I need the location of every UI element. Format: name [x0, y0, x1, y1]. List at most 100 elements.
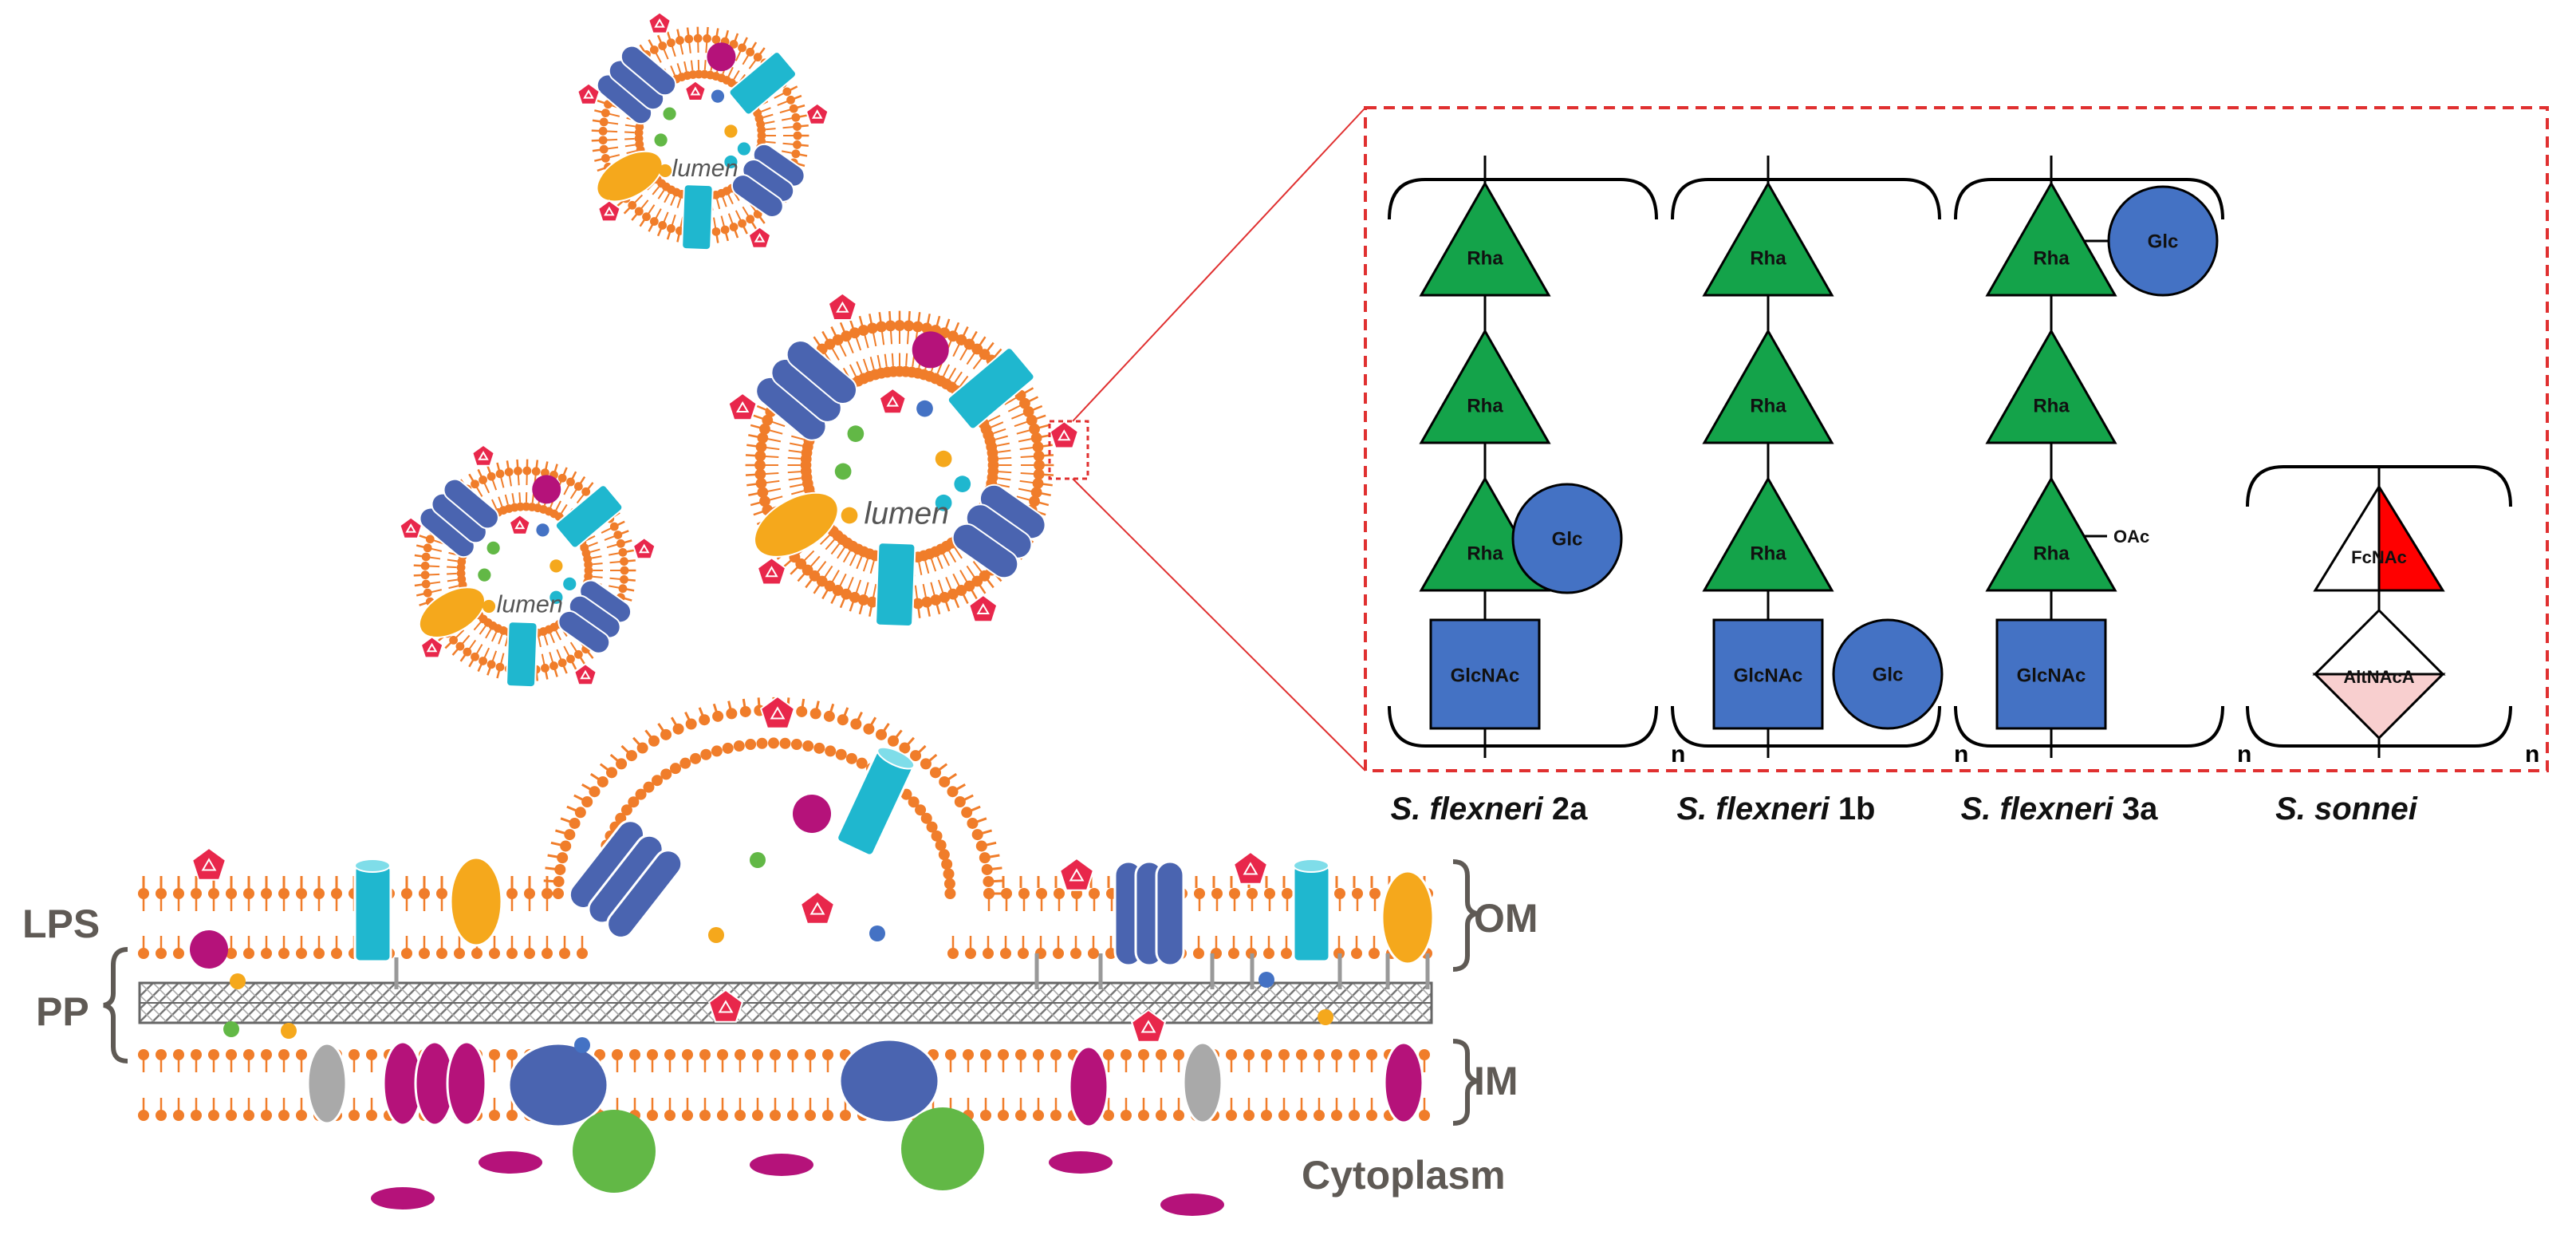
vesicle-pentagon: [806, 104, 828, 124]
lumen-particle: [536, 523, 549, 536]
glcnac-label: GlcNAc: [1451, 665, 1520, 686]
rha-label: Rha: [1750, 395, 1786, 416]
glcnac-label: GlcNAc: [1734, 665, 1803, 686]
pp-label: PP: [36, 989, 89, 1034]
altnaca-label: AltNAcA: [2343, 667, 2414, 687]
lumen-pentagon: [685, 81, 706, 101]
yellow-membrane-protein-right: [1382, 871, 1433, 964]
solute-dot: [1318, 1009, 1333, 1025]
vesicle-pentagon: [598, 200, 620, 221]
glcnac-label: GlcNAc: [2017, 665, 2086, 686]
rha-label: Rha: [1750, 543, 1786, 564]
vesicle-large: lumen: [729, 294, 1078, 626]
lumen-particle: [478, 569, 490, 582]
vesicle-pentagon: [1050, 421, 1078, 448]
caption-flexneri-2a: S. flexneri 2a: [1353, 791, 1625, 827]
vesicle-channel: [682, 184, 713, 250]
lumen-pentagon: [880, 389, 906, 413]
cytoplasm-label: Cytoplasm: [1302, 1153, 1506, 1198]
om-label: OM: [1474, 896, 1538, 941]
bleb-porin: [565, 815, 687, 943]
magenta-particle: [793, 795, 831, 833]
lumen-particle: [738, 142, 750, 155]
glc-label: Glc: [1873, 664, 1904, 685]
solute-dot: [708, 927, 724, 943]
outer-membrane-vesicles: lumen lumen lumen: [400, 13, 1078, 688]
oac-label: OAc: [2113, 527, 2149, 547]
rha-label: Rha: [1750, 247, 1786, 269]
vesicle-small-left: lumen: [400, 445, 656, 687]
solute-dot: [750, 852, 766, 868]
o-antigen-pentagon: [1234, 852, 1267, 884]
lumen-particle: [549, 559, 562, 572]
vesicle-magenta-protein: [532, 475, 561, 503]
cyan-channel-protein-right: [1294, 859, 1329, 961]
rha-label: Rha: [2033, 543, 2070, 564]
glc-label: Glc: [1552, 528, 1583, 550]
lumen-particle: [848, 425, 865, 442]
caption-sonnei: S. sonnei: [2211, 791, 2482, 827]
outer-membrane-proteins: [355, 743, 1433, 965]
lumen-particle: [663, 107, 676, 120]
fucnac-label: FcNAc: [2351, 547, 2407, 567]
inner-membrane-proteins: [308, 1040, 1423, 1127]
lumen-particle: [711, 89, 724, 102]
solute-dot: [1258, 972, 1274, 988]
glc-label: Glc: [2148, 231, 2179, 252]
vesicle-pentagon: [577, 84, 599, 105]
lumen-particle: [935, 451, 952, 468]
vesicle-channel: [876, 543, 916, 626]
lumen-label: lumen: [865, 497, 949, 531]
im-label: IM: [1474, 1059, 1518, 1103]
caption-flexneri-3a: S. flexneri 3a: [1924, 791, 2195, 827]
rha-label: Rha: [1467, 247, 1503, 269]
solute-dot: [223, 1021, 239, 1037]
vesicle-magenta-protein: [707, 42, 735, 71]
lumen-particle: [954, 476, 971, 492]
repeat-count-label: n: [1671, 741, 1685, 768]
vesicle-magenta-protein: [912, 331, 949, 368]
vesicle-channel: [506, 622, 538, 687]
vesicle-pentagon: [648, 13, 670, 34]
lumen-label: lumen: [672, 155, 738, 182]
o-antigen-pentagon: [192, 848, 226, 880]
lumen-particle: [483, 600, 495, 613]
vesicle-pentagon: [574, 664, 596, 685]
vesicle-pentagon: [400, 518, 422, 539]
lumen-particle: [563, 578, 576, 590]
outer-membrane-bilayer: [138, 876, 1433, 959]
lumen-particle: [659, 164, 672, 177]
vesicle-pentagon: [969, 595, 997, 622]
solute-dot: [230, 973, 246, 989]
repeat-count-label: n: [2237, 741, 2251, 768]
vesicle-pentagon: [633, 538, 655, 558]
repeat-count-label: n: [2525, 741, 2539, 768]
caption-flexneri-1b: S. flexneri 1b: [1641, 791, 1912, 827]
rha-label: Rha: [1467, 543, 1503, 564]
cyan-channel-protein: [355, 859, 391, 961]
lumen-pentagon: [510, 515, 530, 534]
lumen-label: lumen: [497, 591, 563, 618]
porin-trimer: [1115, 862, 1184, 965]
vesicle-pentagon: [829, 294, 857, 320]
lps-label: LPS: [22, 902, 100, 946]
lumen-particle: [654, 133, 667, 146]
solute-dot: [574, 1037, 590, 1053]
solute-dot: [869, 925, 885, 941]
lumen-particle: [835, 464, 852, 480]
vesicle-pentagon: [749, 227, 770, 248]
rha-label: Rha: [1467, 395, 1503, 416]
yellow-membrane-protein: [451, 858, 502, 945]
lumen-particle: [841, 507, 858, 524]
vesicle-pentagon: [729, 393, 757, 420]
repeat-count-label: n: [1954, 741, 1968, 768]
vesicle-pentagon: [472, 445, 494, 466]
lumen-particle: [487, 542, 500, 554]
vesicle-pentagon: [758, 558, 786, 584]
vesicle-small-top: lumen: [577, 13, 828, 251]
lumen-particle: [916, 401, 933, 417]
magenta-particle: [190, 930, 228, 969]
solute-dot: [281, 1023, 297, 1039]
